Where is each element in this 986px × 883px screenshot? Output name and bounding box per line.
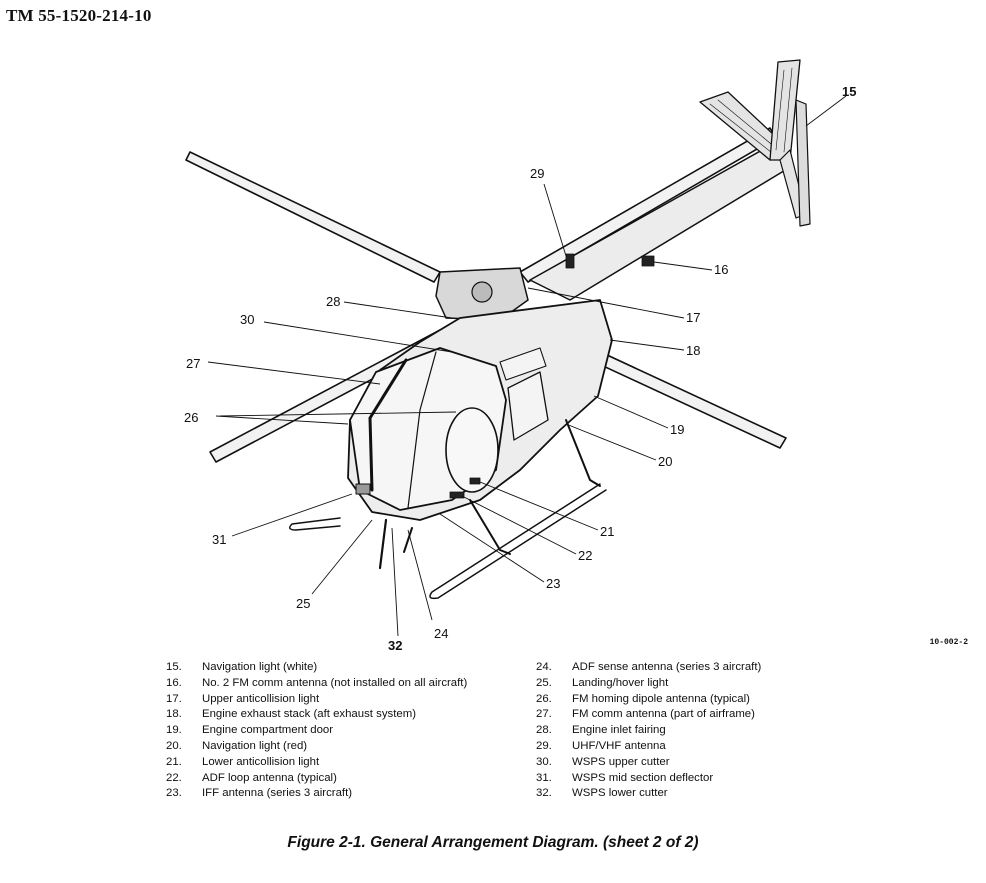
legend-num: 31. bbox=[536, 771, 552, 784]
skid-left bbox=[289, 517, 341, 531]
skid-strut-front bbox=[469, 499, 511, 555]
callout-27: 27 bbox=[186, 356, 200, 371]
legend-num: 17. bbox=[166, 692, 182, 705]
legend-item-27: 27. FM comm antenna (part of airframe) bbox=[536, 707, 856, 723]
wsps-lower-cutter bbox=[378, 518, 388, 570]
legend-text: WSPS upper cutter bbox=[572, 755, 670, 768]
legend-item-30: 30. WSPS upper cutter bbox=[536, 755, 856, 771]
legend-text: WSPS mid section deflector bbox=[572, 771, 714, 784]
legend-item-20: 20. Navigation light (red) bbox=[166, 739, 496, 755]
legend-num: 32. bbox=[536, 787, 552, 800]
leader-lines bbox=[207, 95, 847, 637]
skid-strut-rear bbox=[565, 419, 601, 487]
legend-item-16: 16. No. 2 FM comm antenna (not installed … bbox=[166, 676, 496, 692]
legend-num: 26. bbox=[536, 692, 552, 705]
callout-18: 18 bbox=[686, 343, 700, 358]
legend-num: 18. bbox=[166, 708, 182, 721]
legend-item-23: 23. IFF antenna (series 3 aircraft) bbox=[166, 786, 496, 802]
callout-25: 25 bbox=[296, 596, 310, 611]
legend-text: Upper anticollision light bbox=[202, 692, 320, 705]
landing-light bbox=[355, 483, 371, 495]
callout-17: 17 bbox=[686, 310, 700, 325]
cockpit-door-window bbox=[445, 407, 499, 493]
legend-item-29: 29. UHF/VHF antenna bbox=[536, 739, 856, 755]
figure-caption: Figure 2-1. General Arrangement Diagram.… bbox=[287, 834, 699, 851]
legend-text: ADF loop antenna (typical) bbox=[202, 771, 337, 784]
legend-text: Engine inlet fairing bbox=[572, 724, 666, 737]
legend-text: Lower anticollision light bbox=[202, 755, 320, 768]
legend-item-32: 32. WSPS lower cutter bbox=[536, 786, 856, 802]
callout-numbers: 15 16 17 18 19 20 21 22 23 24 25 26 27 2… bbox=[184, 84, 856, 653]
legend-text: Engine compartment door bbox=[202, 724, 334, 737]
legend-num: 25. bbox=[536, 676, 552, 689]
legend-text: IFF antenna (series 3 aircraft) bbox=[202, 787, 353, 800]
vertical-fin bbox=[769, 59, 801, 161]
fm-comm-antenna-2 bbox=[641, 255, 655, 267]
legend-text: Engine exhaust stack (aft exhaust system… bbox=[202, 708, 416, 721]
legend-text: Navigation light (red) bbox=[202, 739, 308, 752]
legend-item-22: 22. ADF loop antenna (typical) bbox=[166, 771, 496, 787]
skid-right bbox=[429, 483, 607, 600]
adf-loop-antenna bbox=[449, 491, 465, 499]
callout-29: 29 bbox=[530, 166, 544, 181]
legend-text: Navigation light (white) bbox=[202, 661, 318, 673]
side-window bbox=[507, 371, 549, 441]
lower-anticollision-light bbox=[469, 477, 481, 485]
legend-item-17: 17. Upper anticollision light bbox=[166, 692, 496, 708]
legend-text: Landing/hover light bbox=[572, 676, 669, 689]
legend-right-column: 24. ADF sense antenna (series 3 aircraft)… bbox=[536, 660, 856, 802]
legend-item-18: 18. Engine exhaust stack (aft exhaust sys… bbox=[166, 707, 496, 723]
legend-num: 20. bbox=[166, 739, 182, 752]
tail-boom bbox=[529, 139, 793, 301]
callout-23: 23 bbox=[546, 576, 560, 591]
legend-item-25: 25. Landing/hover light bbox=[536, 676, 856, 692]
legend-text: ADF sense antenna (series 3 aircraft) bbox=[572, 661, 762, 673]
legend-item-24: 24. ADF sense antenna (series 3 aircraft) bbox=[536, 660, 856, 676]
legend-item-19: 19. Engine compartment door bbox=[166, 723, 496, 739]
legend-left-column: 15. Navigation light (white) 16. No. 2 FM … bbox=[166, 660, 496, 802]
legend-item-28: 28. Engine inlet fairing bbox=[536, 723, 856, 739]
callout-30: 30 bbox=[240, 312, 254, 327]
legend-num: 24. bbox=[536, 661, 552, 673]
legend-num: 30. bbox=[536, 755, 552, 768]
legend-item-31: 31. WSPS mid section deflector bbox=[536, 771, 856, 787]
callout-15: 15 bbox=[842, 84, 856, 99]
legend-num: 28. bbox=[536, 724, 552, 737]
callout-28: 28 bbox=[326, 294, 340, 309]
legend-text: No. 2 FM comm antenna (not installed on … bbox=[202, 676, 468, 689]
callout-32: 32 bbox=[388, 638, 402, 653]
legend-num: 16. bbox=[166, 676, 182, 689]
callout-20: 20 bbox=[658, 454, 672, 469]
document-number: TM 55-1520-214-10 bbox=[6, 6, 152, 25]
legend-text: UHF/VHF antenna bbox=[572, 739, 666, 752]
legend-item-15: 15. Navigation light (white) bbox=[166, 660, 496, 676]
callout-31: 31 bbox=[212, 532, 226, 547]
callout-24: 24 bbox=[434, 626, 448, 641]
tail-rotor bbox=[795, 99, 811, 227]
legend-item-26: 26. FM homing dipole antenna (typical) bbox=[536, 692, 856, 708]
legend-text: FM homing dipole antenna (typical) bbox=[572, 692, 750, 705]
legend-num: 15. bbox=[166, 661, 182, 673]
uhf-vhf-antenna bbox=[565, 253, 575, 269]
legend-num: 21. bbox=[166, 755, 182, 768]
callout-19: 19 bbox=[670, 422, 684, 437]
legend-item-21: 21. Lower anticollision light bbox=[166, 755, 496, 771]
legend-num: 22. bbox=[166, 771, 182, 784]
legend-text: WSPS lower cutter bbox=[572, 787, 668, 800]
legend-num: 27. bbox=[536, 708, 552, 721]
legend-num: 29. bbox=[536, 739, 552, 752]
rotor-blade-left bbox=[185, 151, 441, 283]
callout-16: 16 bbox=[714, 262, 728, 277]
helicopter-illustration bbox=[185, 59, 811, 600]
legend-num: 23. bbox=[166, 787, 182, 800]
legend-num: 19. bbox=[166, 724, 182, 737]
callout-21: 21 bbox=[600, 524, 614, 539]
callout-22: 22 bbox=[578, 548, 592, 563]
callout-26: 26 bbox=[184, 410, 198, 425]
legend-text: FM comm antenna (part of airframe) bbox=[572, 708, 755, 721]
figure-reference: 10-002-2 bbox=[929, 638, 968, 647]
